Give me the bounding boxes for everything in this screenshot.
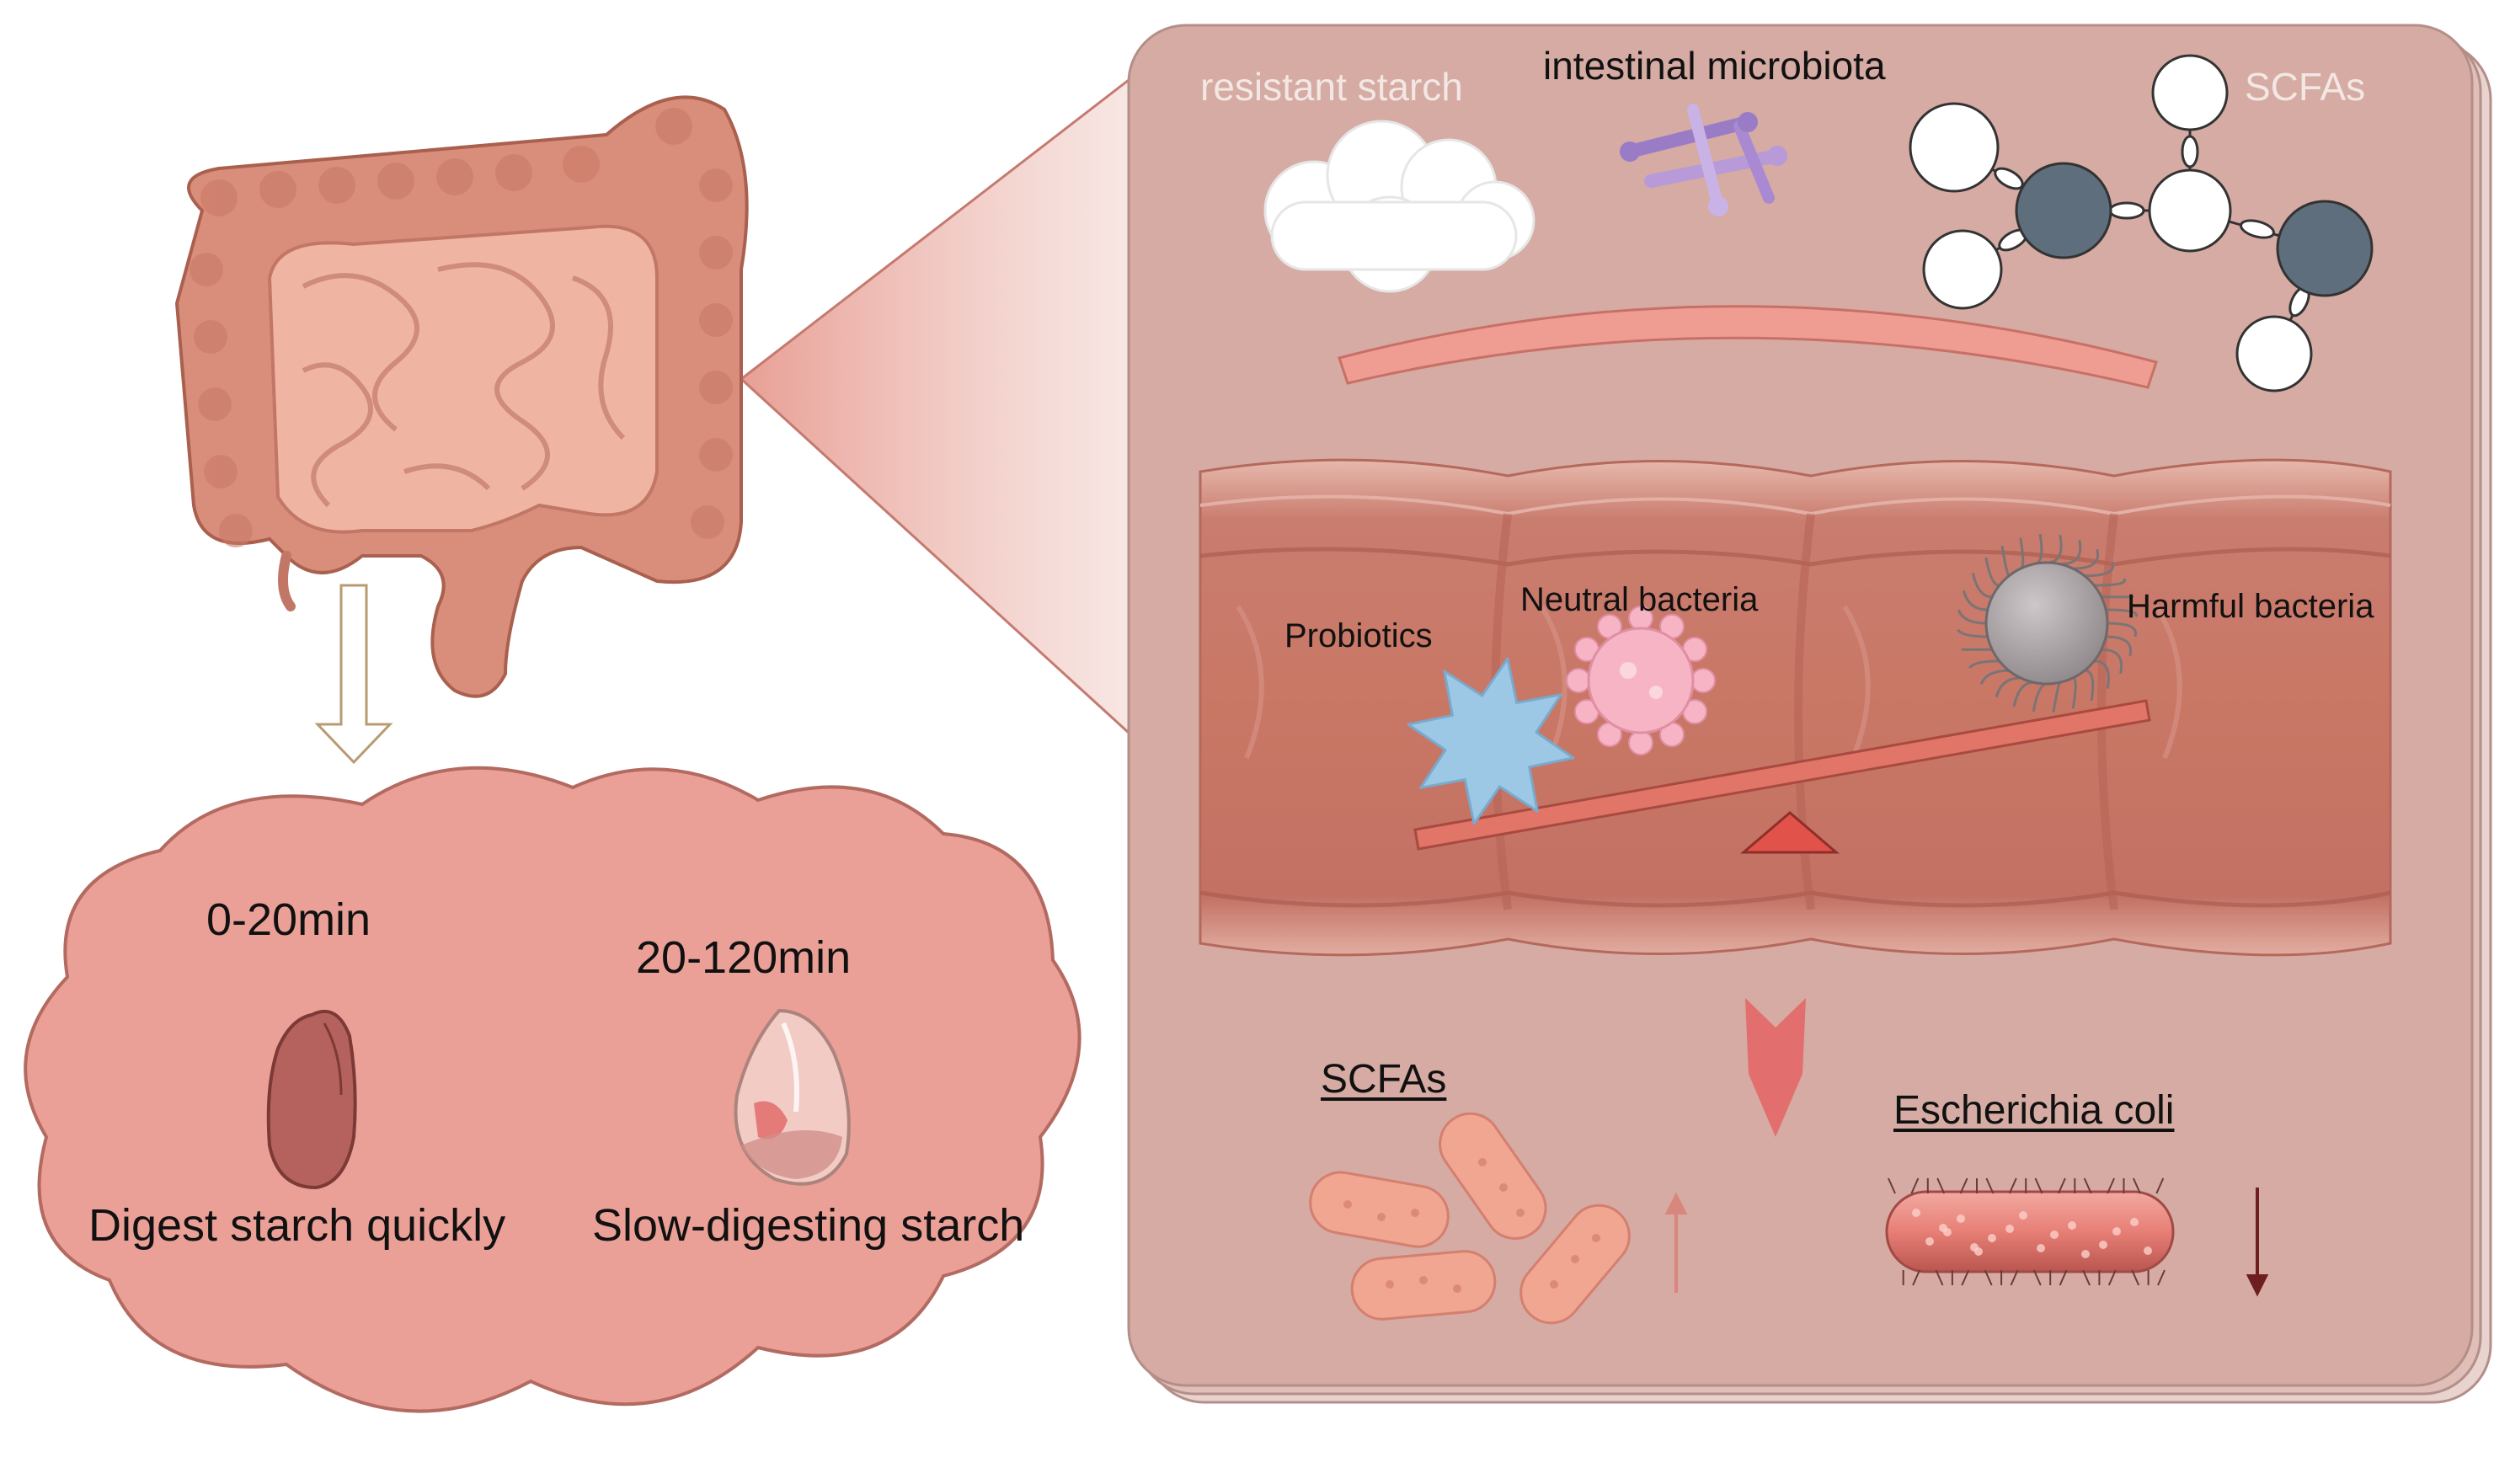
- resistant-starch-label: resistant starch: [1200, 65, 1463, 109]
- intestine-icon: [174, 95, 749, 698]
- ecoli-label: Escherichia coli: [1893, 1088, 2175, 1133]
- probiotics-label: Probiotics: [1284, 617, 1433, 654]
- starch-granule-icon: [266, 1010, 357, 1190]
- scfa-bacteria-icon: [1309, 1112, 1631, 1325]
- probiotic-icon: [1407, 657, 1575, 825]
- zoom-beam: [741, 80, 1129, 733]
- increase-arrow-icon: [1664, 1192, 1688, 1293]
- scfas-molecule-label: SCFAs: [2245, 65, 2366, 109]
- molecule-icon: [1909, 54, 2374, 392]
- digestion-arrow-icon: [314, 584, 393, 765]
- microbiota-icon: [1620, 104, 1787, 216]
- decrease-arrow-icon: [2246, 1188, 2269, 1297]
- intestinal-lumen: [1199, 458, 2392, 957]
- balance-seesaw: [1413, 699, 2151, 854]
- scfas-result-label: SCFAs: [1321, 1057, 1447, 1102]
- neutral-bacteria-icon: [1566, 606, 1716, 755]
- cloud-icon: [1263, 120, 1535, 293]
- result-arrow-icon: [1745, 998, 1806, 1137]
- fast-digest-label: Digest starch quickly: [88, 1200, 506, 1251]
- intestinal-microbiota-label: intestinal microbiota: [1543, 44, 1886, 88]
- fermentation-band: [1338, 305, 2158, 389]
- ecoli-icon: [1885, 1177, 2175, 1286]
- neutral-bacteria-label: Neutral bacteria: [1520, 581, 1759, 618]
- harmful-bacteria-icon: [1957, 534, 2138, 713]
- slow-starch-granule-icon: [734, 1008, 851, 1186]
- slow-time-label: 20-120min: [636, 932, 852, 983]
- digestion-cloud: [24, 766, 1081, 1413]
- slow-digest-label: Slow-digesting starch: [592, 1200, 1025, 1251]
- fast-time-label: 0-20min: [206, 894, 371, 945]
- fulcrum-icon: [1739, 811, 1840, 854]
- harmful-bacteria-label: Harmful bacteria: [2127, 588, 2374, 625]
